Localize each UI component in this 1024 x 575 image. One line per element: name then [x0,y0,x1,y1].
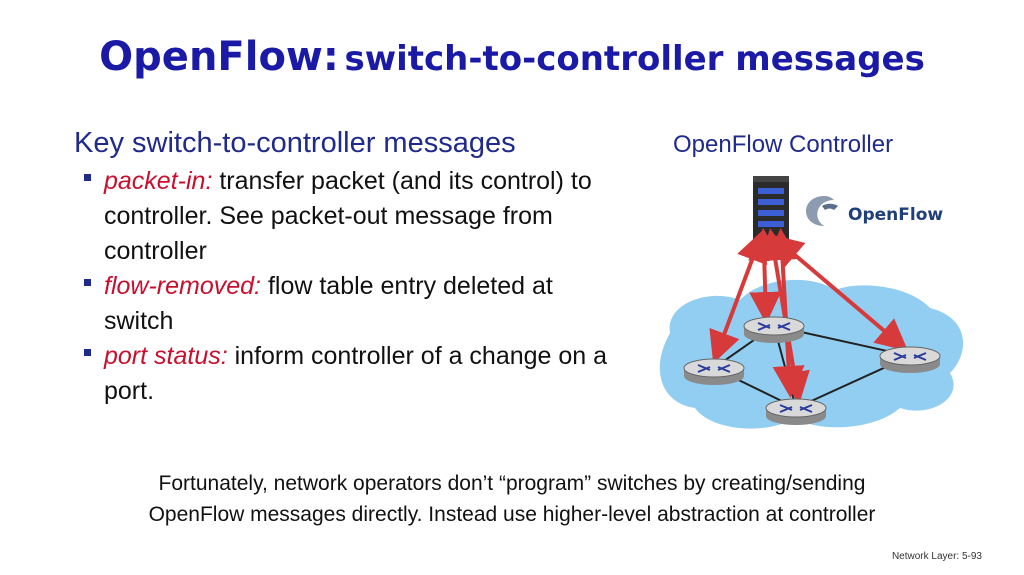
switch-icon [879,346,941,373]
bullet-term: packet-in: [104,167,213,195]
switch-icon [683,358,745,385]
bullet-term: port status: [104,342,228,370]
controller-label: OpenFlow Controller [673,131,894,158]
switch-icon [765,398,827,425]
controller-server-icon [750,176,792,249]
bullet-square-icon [84,174,91,181]
bullet-text: inform controller of a change on a port. [104,342,608,405]
bullet-port-status: port status: inform controller of a chan… [84,339,624,409]
bullet-text: transfer packet (and its control) to con… [104,167,592,265]
openflow-logo-icon [806,196,838,226]
switch-icon [743,316,805,343]
bullet-list: packet-in: transfer packet (and its cont… [84,164,624,409]
slide-number: Network Layer: 5-93 [891,551,982,562]
title-part1: OpenFlow: [99,34,339,80]
network-diagram [659,176,964,429]
footnote-line1: Fortunately, network operators don’t “pr… [158,472,866,495]
section-subhead: Key switch-to-controller messages [74,127,516,159]
bullet-square-icon [84,349,91,356]
footnote: Fortunately, network operators don’t “pr… [0,468,1024,530]
bullet-packet-in: packet-in: transfer packet (and its cont… [84,164,624,269]
page-title: OpenFlow: switch-to-controller messages [0,34,1024,80]
footnote-line2: OpenFlow messages directly. Instead use … [148,503,876,526]
title-part2: switch-to-controller messages [344,39,925,79]
bullet-square-icon [84,279,91,286]
bullet-flow-removed: flow-removed: flow table entry deleted a… [84,269,624,339]
bullet-term: flow-removed: [104,272,261,300]
bullet-text: flow table entry deleted at switch [104,272,553,335]
openflow-logo-text: OpenFlow [848,205,944,225]
